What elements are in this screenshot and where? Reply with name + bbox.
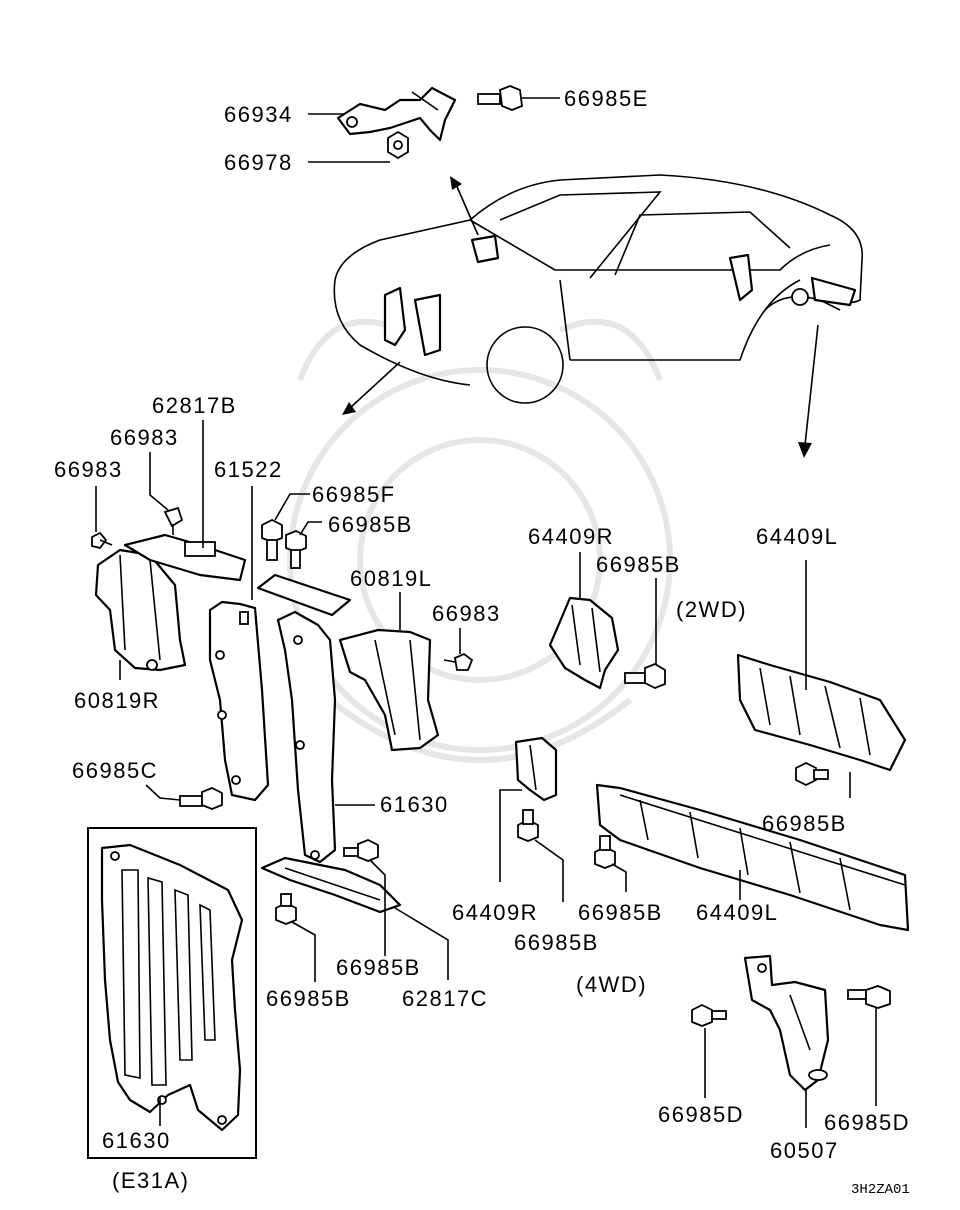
label-66985B-e: 66985B — [514, 930, 599, 955]
watermark-emblem — [287, 318, 673, 763]
label-66985B-g: 66985B — [266, 986, 351, 1011]
label-66985C: 66985C — [72, 758, 158, 783]
label-66978: 66978 — [224, 150, 293, 175]
strip-upper — [256, 573, 352, 617]
bolt-66983-center — [163, 506, 184, 535]
label-61522: 61522 — [214, 457, 283, 482]
label-4WD: (4WD) — [576, 972, 647, 997]
label-64409L-bottom: 64409L — [696, 900, 778, 925]
label-60507: 60507 — [770, 1138, 839, 1163]
bracket-66934 — [336, 86, 457, 160]
label-62817C: 62817C — [402, 986, 488, 1011]
rail-64409L-4wd — [595, 783, 910, 932]
label-64409R-top: 64409R — [528, 524, 614, 549]
car-outline — [333, 174, 863, 458]
label-E31A: (E31A) — [112, 1168, 189, 1193]
bolt-66985B-4wd-b — [594, 835, 616, 869]
bolt-66985C — [179, 787, 223, 810]
label-66985E: 66985E — [564, 86, 649, 111]
label-66983-b: 66983 — [54, 457, 123, 482]
label-66985D-b: 66985D — [824, 1110, 910, 1135]
bracket-64409R-2wd — [548, 596, 620, 690]
bolt-66985D-left — [691, 1003, 727, 1027]
bolt-66985B-center — [343, 839, 379, 862]
label-66985B-d: 66985B — [578, 900, 663, 925]
bracket-61522 — [208, 600, 270, 802]
bracket-61630 — [276, 610, 337, 864]
label-66983-a: 66983 — [110, 425, 179, 450]
part-labels: 66934 66985E 66978 62817B 66983 66983 61… — [54, 86, 910, 1198]
label-60819L: 60819L — [350, 566, 432, 591]
inset-box-E31A — [87, 827, 257, 1159]
bracket-60819R — [94, 548, 187, 672]
bolt-66985F — [261, 518, 283, 561]
label-66985B-f: 66985B — [336, 955, 421, 980]
panel-64409L-2wd — [736, 653, 907, 772]
strip-62817C — [260, 856, 402, 914]
diagram-code: 3H2ZA01 — [851, 1182, 910, 1198]
bolt-66985E — [477, 85, 523, 111]
bracket-60507 — [743, 954, 830, 1092]
panel-62817B — [123, 533, 247, 582]
label-64409R-bottom: 64409R — [452, 900, 538, 925]
label-62817B: 62817B — [152, 393, 237, 418]
label-66985B-c: 66985B — [762, 811, 847, 836]
bolt-66983-left — [91, 531, 113, 550]
label-66985B-b: 66985B — [596, 552, 681, 577]
bolt-66985B-4wd-a — [517, 809, 539, 842]
label-66983-c: 66983 — [432, 601, 501, 626]
bolt-66985B-left — [275, 893, 297, 925]
bolt-66985B-top — [285, 530, 307, 569]
bolt-66985B-2wd-left — [624, 662, 666, 689]
bolt-66983-right — [443, 652, 474, 671]
leader-lines — [95, 97, 877, 1128]
label-64409L-top: 64409L — [756, 524, 838, 549]
duct-60819L — [338, 628, 440, 752]
label-66985D-a: 66985D — [658, 1102, 744, 1127]
label-66934: 66934 — [224, 102, 293, 127]
bolt-66985D-right — [847, 985, 891, 1009]
label-61630-main: 61630 — [380, 792, 449, 817]
label-61630-inset: 61630 — [102, 1128, 171, 1153]
bolt-66985B-2wd-right — [795, 761, 829, 787]
bracket-64409R-4wd — [514, 736, 558, 802]
label-66985F: 66985F — [312, 482, 396, 507]
label-60819R: 60819R — [74, 688, 160, 713]
label-2WD: (2WD) — [676, 597, 747, 622]
label-66985B-a: 66985B — [328, 512, 413, 537]
